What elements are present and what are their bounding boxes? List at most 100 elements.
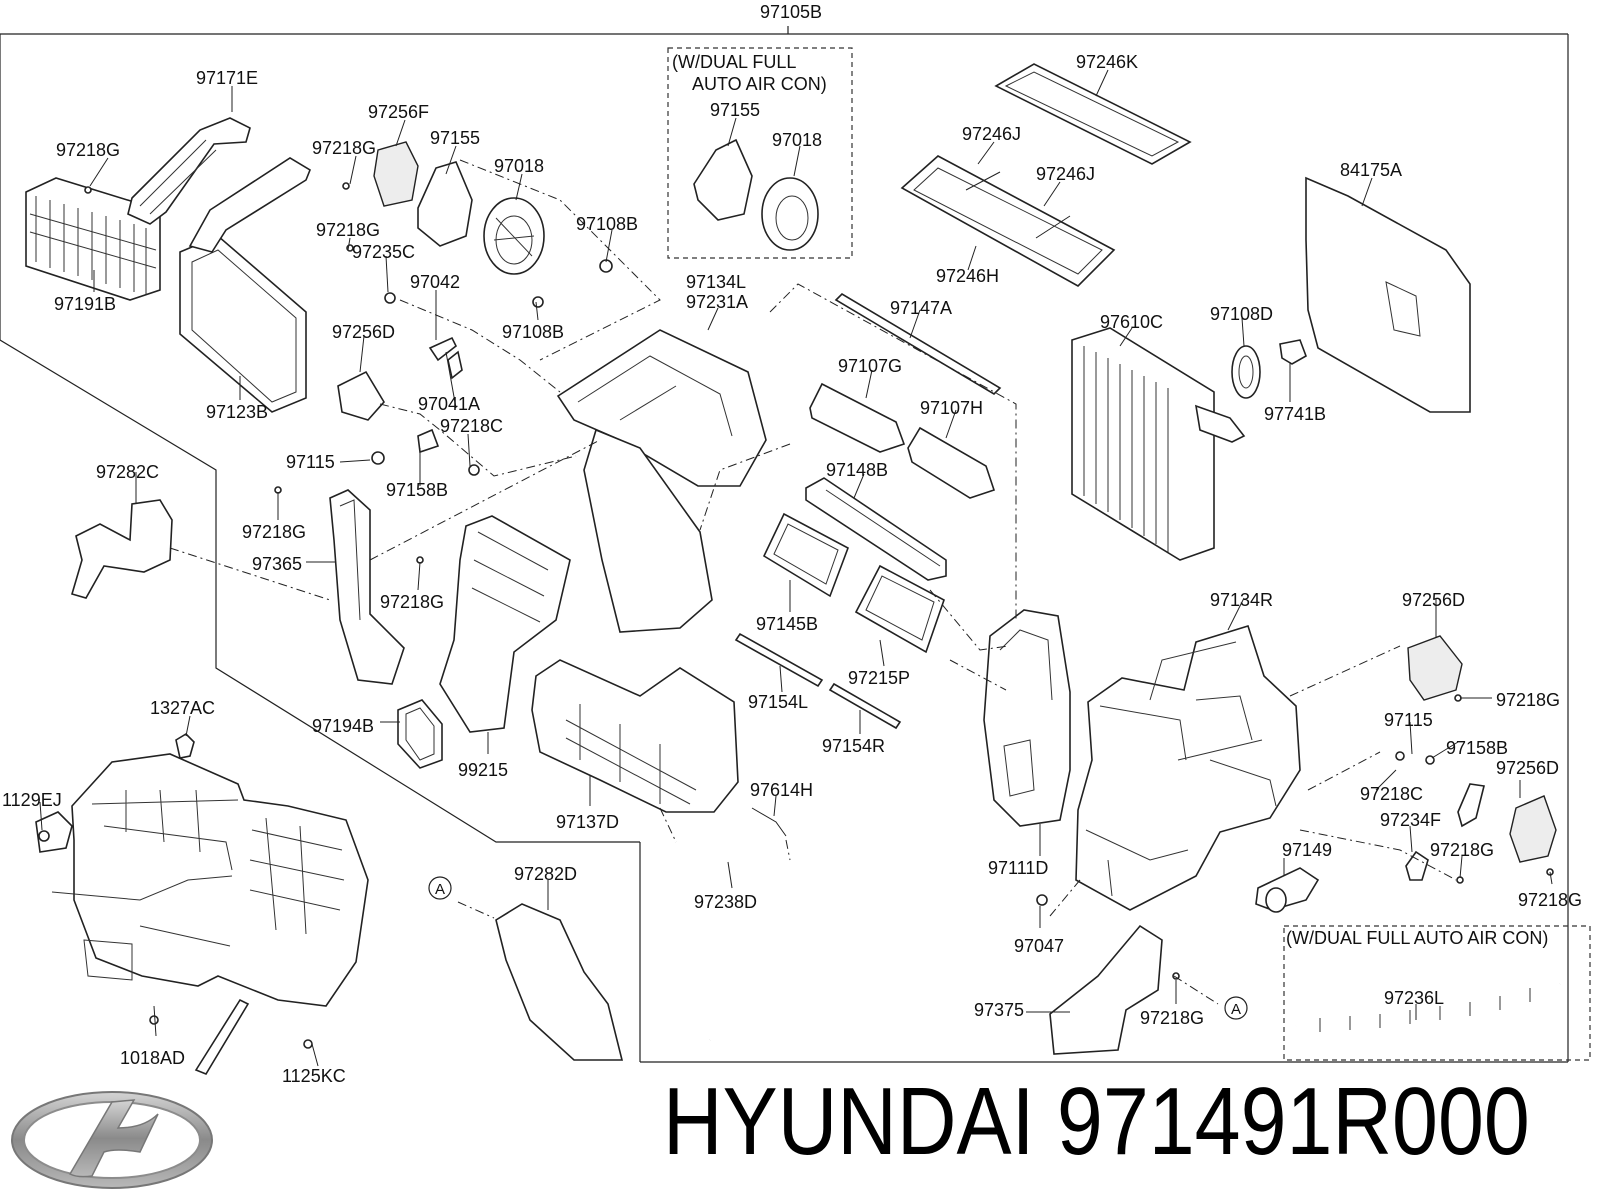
part-label: 97115 (286, 452, 335, 472)
part-label: 97042 (410, 272, 460, 292)
dash-lines (169, 159, 1457, 1005)
part-label: 97137D (556, 812, 619, 832)
part-label: 97041A (418, 394, 480, 414)
part-label: 97234F (1380, 810, 1441, 830)
part-97282D-shape (495, 903, 624, 1061)
leader-lines (39, 69, 1553, 1067)
part-label: 97154L (748, 692, 808, 712)
part-97246H-shape (900, 155, 1116, 287)
part-label: 97218G (56, 140, 120, 160)
part-label: 97282D (514, 864, 577, 884)
part-97145B-shape (762, 512, 849, 598)
ref-marker-right: A (1231, 1001, 1241, 1018)
note-top-line-1: (W/DUAL FULL (672, 52, 796, 72)
note-box-top (667, 47, 853, 259)
part-99215-shape (439, 515, 571, 733)
part-label: 97108D (1210, 304, 1273, 324)
part-label: 97246J (962, 124, 1021, 144)
part-97256D-right-shape (1407, 635, 1557, 863)
part-label: 97018 (772, 130, 822, 150)
part-label: 97218G (1496, 690, 1560, 710)
part-label: 97256D (1402, 590, 1465, 610)
part-label: 97741B (1264, 404, 1326, 424)
part-label: 97218G (1140, 1008, 1204, 1028)
part-label: 97246H (936, 266, 999, 286)
part-97238D-shape (674, 840, 809, 1042)
part-label: 97047 (1014, 936, 1064, 956)
part-97194B-shape (397, 699, 443, 769)
part-label: 97148B (826, 460, 888, 480)
part-label: 97235C (352, 242, 415, 262)
part-97614H-shape (751, 807, 787, 837)
part-label: 97111D (988, 858, 1048, 878)
part-label: 1125KC (282, 1066, 346, 1086)
part-84175A-shape (1305, 176, 1471, 413)
part-labels: 97171E 97256F 97155 97018 97218G 97218G … (2, 52, 1582, 1086)
fastener-markers (38, 182, 1554, 1049)
part-label: 97218C (1360, 784, 1423, 804)
part-label: 97218G (1518, 890, 1582, 910)
part-97123B-shape (179, 157, 311, 413)
part-97158B-right-shape (1457, 783, 1485, 828)
part-97256F-shape (373, 141, 419, 207)
part-label: 99215 (458, 760, 508, 780)
part-97246K-shape (994, 63, 1192, 165)
part-label: 97218C (440, 416, 503, 436)
part-label: 97108B (576, 214, 638, 234)
part-1327AC-shape (175, 732, 195, 759)
part-label: 97246K (1076, 52, 1138, 72)
part-label: 97282C (96, 462, 159, 482)
note-right-line-1: (W/DUAL FULL AUTO AIR CON) (1286, 928, 1548, 948)
part-box-97018-shape (761, 177, 819, 251)
part-label: 97155 (710, 100, 760, 120)
ref-markers: A A (428, 876, 1248, 1020)
part-label: 97231A (686, 292, 748, 312)
part-97154-rods (734, 632, 902, 730)
part-97215P-shape (854, 564, 945, 654)
part-label: 97155 (430, 128, 480, 148)
part-97148B-shape (805, 477, 947, 581)
part-97137D-shape (531, 659, 739, 813)
part-label: 97134R (1210, 590, 1273, 610)
part-box-97155-shape (693, 138, 753, 221)
part-label: 97158B (1446, 738, 1508, 758)
part-label: 97610C (1100, 312, 1163, 332)
part-97236L-shape (1295, 980, 1562, 1032)
brand-part-number: 971491R000 (1056, 1068, 1530, 1175)
part-97234F-shape (1405, 850, 1429, 881)
part-label: 97123B (206, 402, 268, 422)
part-label: 97171E (196, 68, 258, 88)
part-97191B-shape (25, 177, 161, 301)
part-label: 97238D (694, 892, 757, 912)
part-97111D-shape (983, 609, 1071, 827)
part-97018-shape (483, 197, 545, 275)
part-97134L-shape (556, 329, 767, 633)
part-label: 97218G (312, 138, 376, 158)
part-97107G-shape (809, 382, 906, 453)
part-label: 1018AD (120, 1048, 185, 1068)
part-label: 97614H (750, 780, 813, 800)
assembly-label: 97105B (760, 2, 822, 22)
part-97610C-shape (1071, 327, 1246, 561)
part-label: 97218G (316, 220, 380, 240)
assembly-frame (0, 26, 1569, 1063)
part-label: 97256D (332, 322, 395, 342)
part-label: 97108B (502, 322, 564, 342)
brand-name: HYUNDAI (663, 1068, 1035, 1175)
part-label: 97147A (890, 298, 952, 318)
part-label: 97256D (1496, 758, 1559, 778)
part-label: 1129EJ (2, 790, 62, 810)
part-97171E-shape (127, 117, 251, 225)
part-97282C-shape (71, 499, 173, 599)
part-label: 84175A (1340, 160, 1402, 180)
part-label: 97154R (822, 736, 885, 756)
part-label: 97215P (848, 668, 910, 688)
part-label: 97134L (686, 272, 746, 292)
part-label: 97107G (838, 356, 902, 376)
part-label: 97194B (312, 716, 374, 736)
part-heater-assembly-shape (35, 753, 369, 1075)
part-97108D-shape (1231, 339, 1307, 399)
part-label: 1327AC (150, 698, 215, 718)
